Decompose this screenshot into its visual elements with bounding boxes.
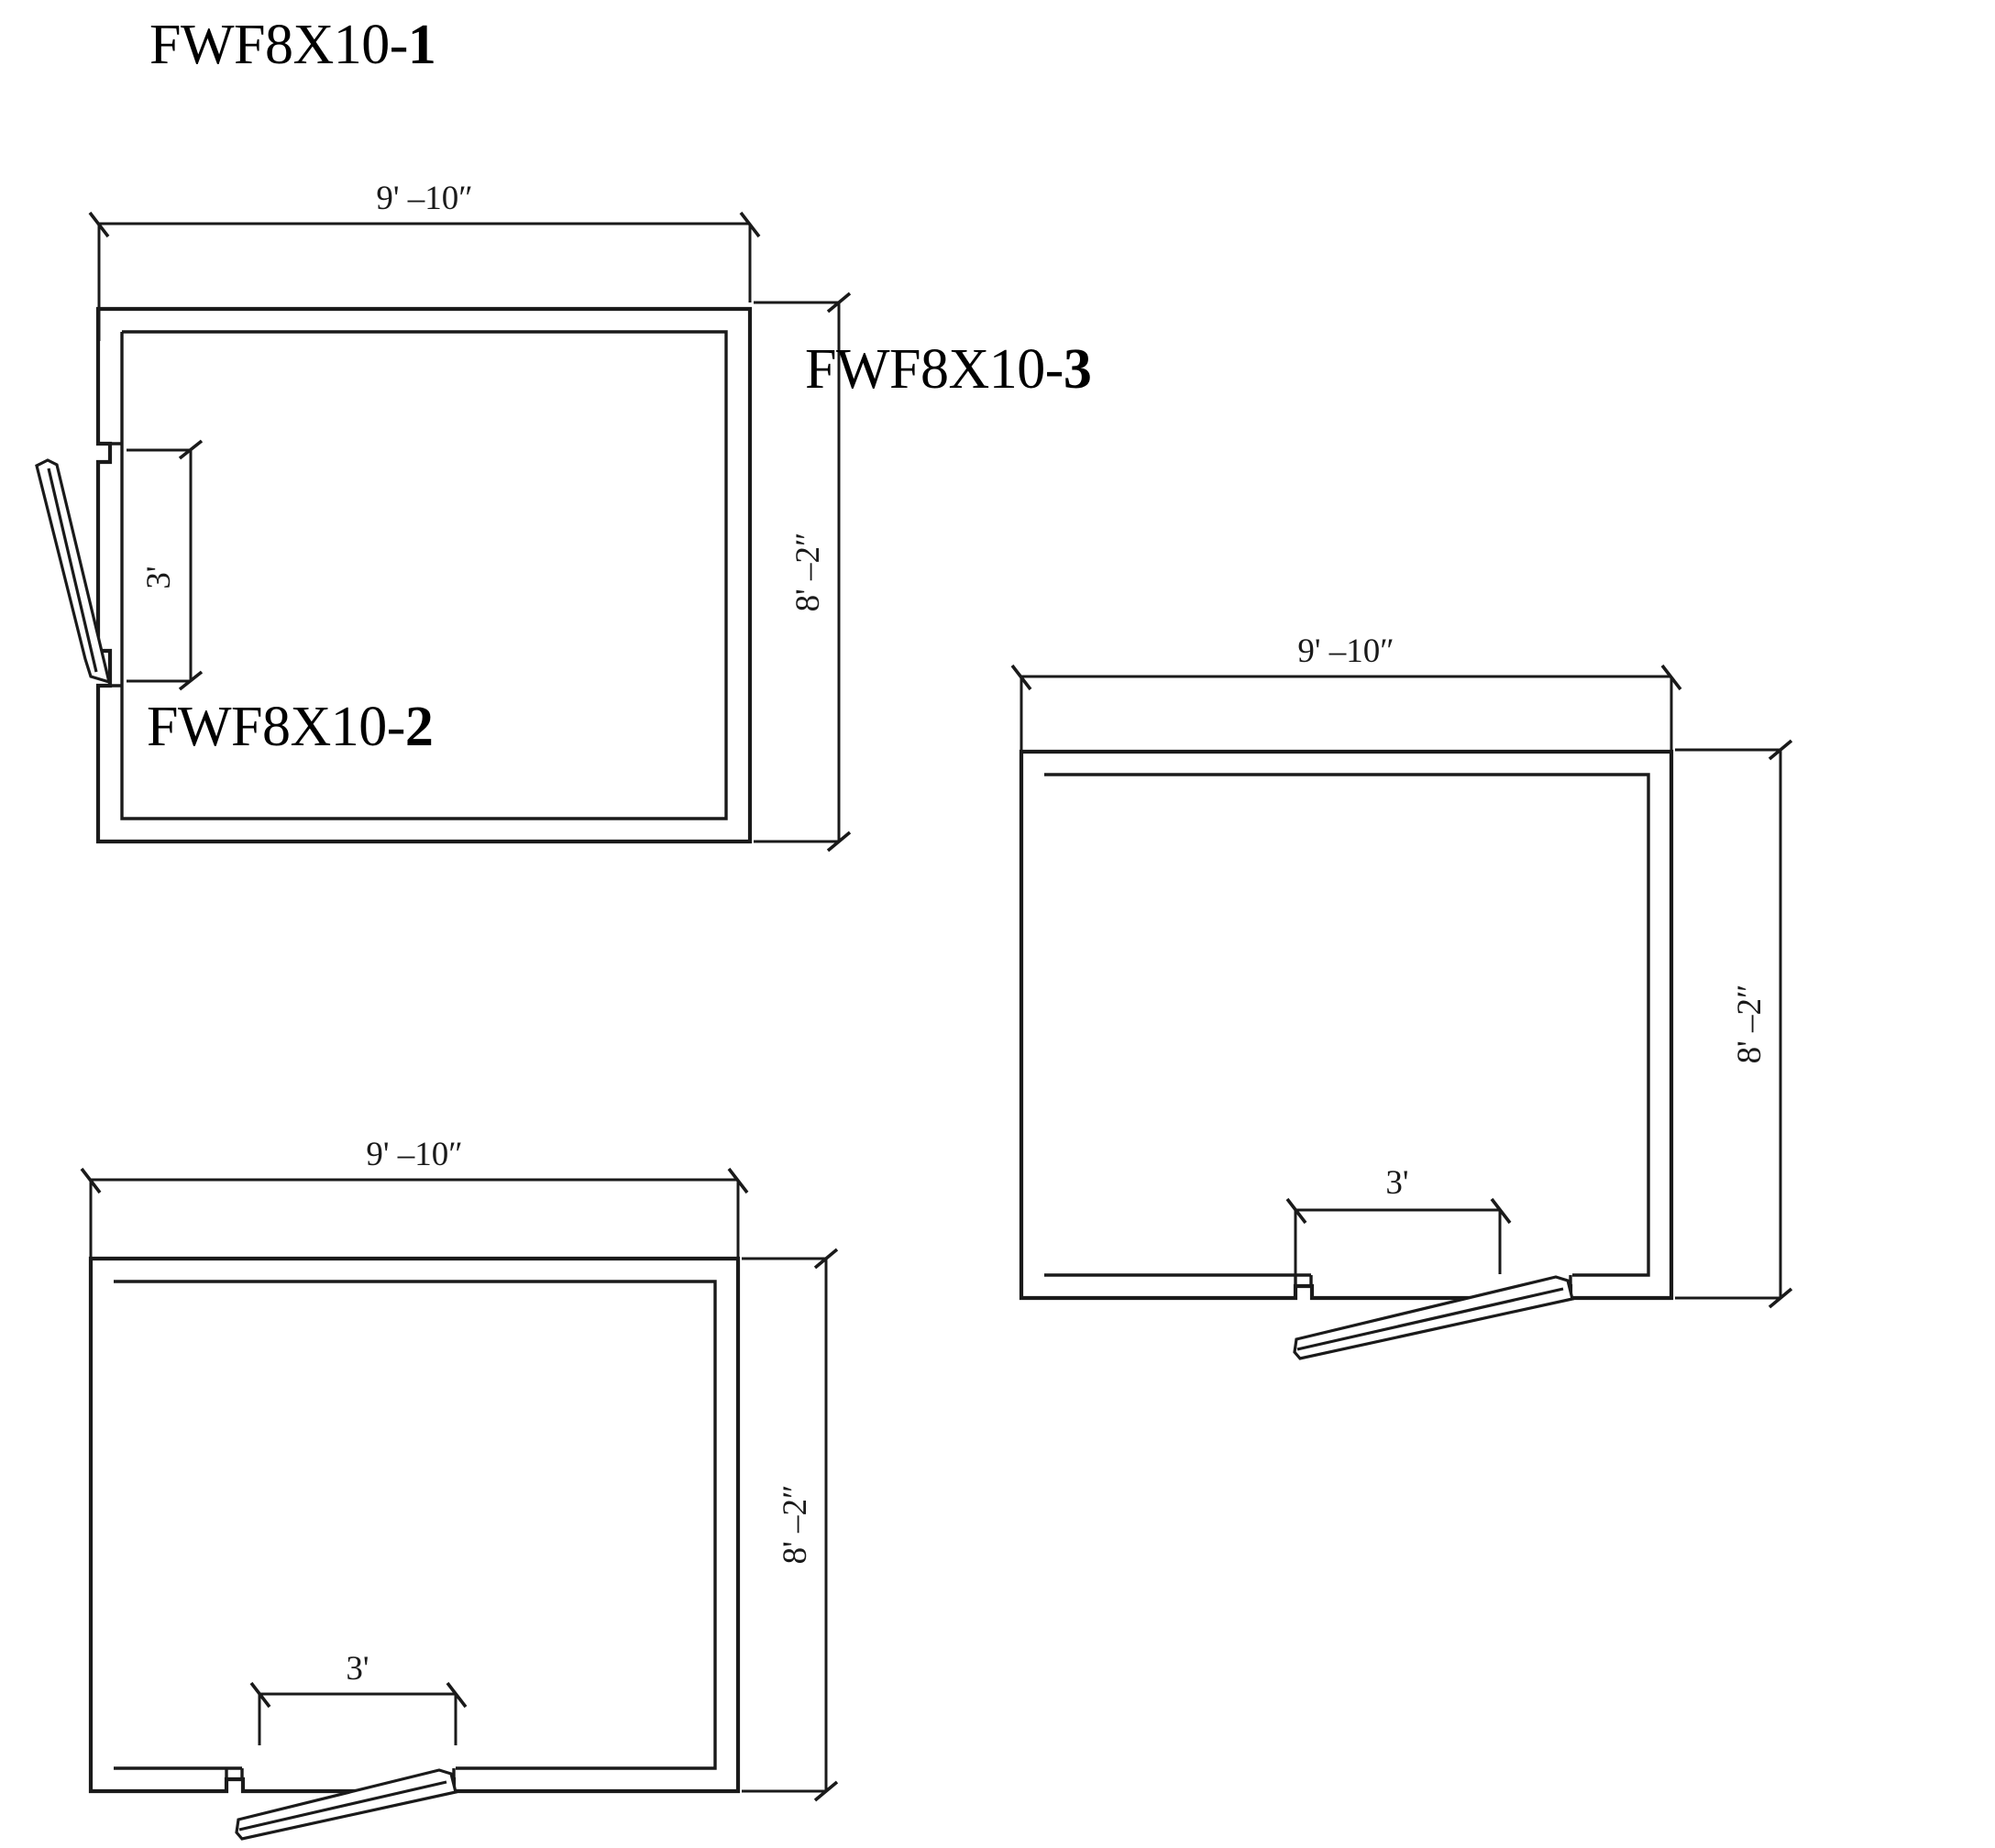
plan-title-2: FWF8X10-2 — [147, 696, 434, 758]
wall-outline-3 — [1019, 749, 1674, 1301]
door-leaf-1 — [35, 458, 112, 685]
door-dimension-2: 3' — [249, 1650, 468, 1745]
plan-title-2-code: FWF8X10- — [147, 696, 405, 758]
width-dimension-1 — [88, 211, 761, 341]
depth-dimension-label-2: 8' –2″ — [777, 1485, 814, 1565]
depth-dimension-3: 8' –2″ — [1675, 739, 1793, 1309]
depth-dimension-1: 8' –2″ — [754, 292, 852, 852]
plan-title-3-seq: 3 — [1063, 338, 1092, 401]
plan-title-1: FWF8X10-1 — [149, 14, 436, 76]
door-dimension-3: 3' — [1285, 1164, 1512, 1274]
drawing-fwf8x10-2: 9' –10″ 3' — [80, 1136, 839, 1841]
wall-outline-2 — [88, 1256, 741, 1794]
width-dimension-2: 9' –10″ — [80, 1136, 749, 1258]
door-dimension-label-3: 3' — [1385, 1164, 1408, 1202]
plan-title-3-code: FWF8X10- — [805, 338, 1064, 401]
drawing-fwf8x10-3: 9' –10″ 3' — [1010, 632, 1793, 1360]
door-dimension-label-2: 3' — [346, 1650, 369, 1688]
depth-dimension-2: 8' –2″ — [742, 1248, 839, 1802]
door-dimension-1: 3' — [127, 439, 204, 691]
width-dimension-label-3: 9' –10″ — [1297, 632, 1394, 670]
drawing-fwf8x10-1: 3' 8' –2″ 9' –10″ — [35, 180, 852, 852]
door-leaf-2 — [235, 1768, 457, 1841]
plan-title-3: FWF8X10-3 — [805, 338, 1092, 401]
plan-title-2-seq: 2 — [404, 696, 434, 758]
plan-title-1-seq: 1 — [407, 14, 436, 76]
door-dimension-label-1: 3' — [140, 566, 178, 588]
width-dimension-label-2: 9' –10″ — [366, 1136, 462, 1173]
depth-dimension-label-3: 8' –2″ — [1731, 984, 1769, 1064]
wall-outline-1 — [95, 306, 753, 844]
width-dimension-label-1: 9' –10″ — [376, 180, 472, 217]
width-dimension-3: 9' –10″ — [1010, 632, 1682, 752]
door-leaf-3 — [1293, 1275, 1574, 1360]
depth-dimension-label-1: 8' –2″ — [789, 533, 827, 612]
plan-title-1-code: FWF8X10- — [149, 14, 408, 76]
